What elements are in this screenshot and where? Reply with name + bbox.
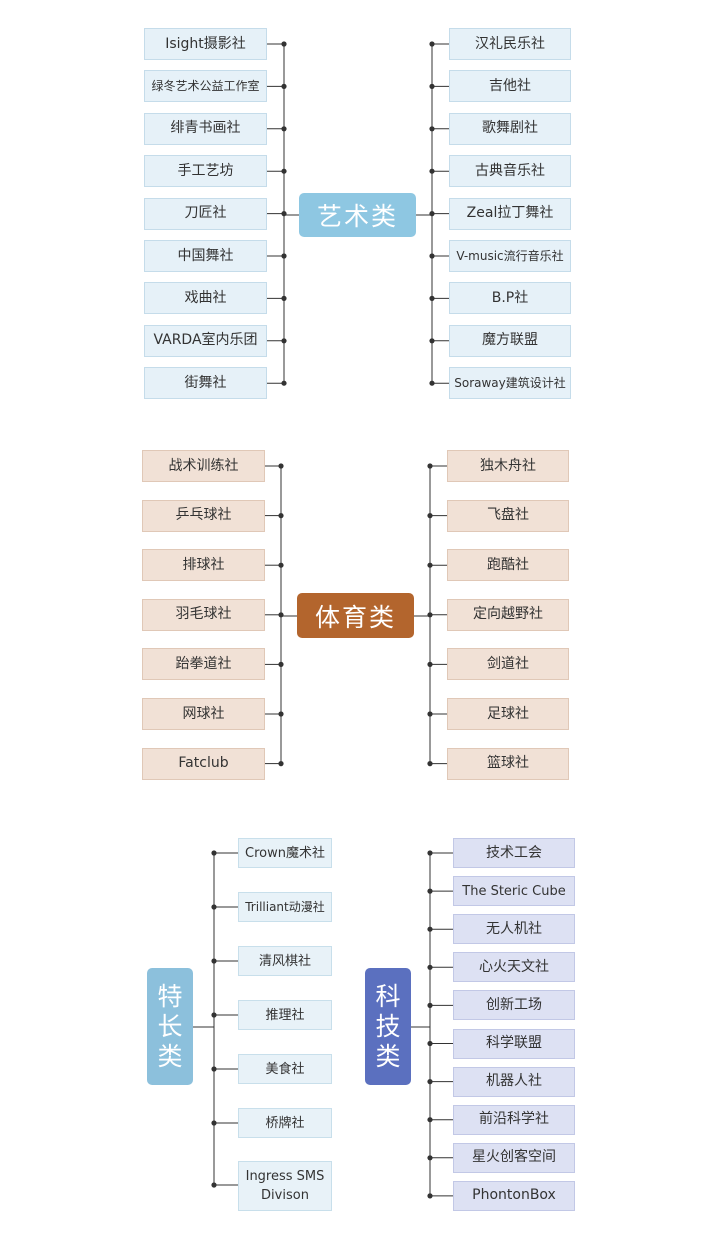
sport-club-right: 剑道社: [447, 648, 569, 681]
tech-club: 创新工场: [453, 990, 575, 1021]
art-club-right: V-music流行音乐社: [449, 240, 571, 272]
art-club-left: 戏曲社: [144, 282, 267, 315]
art-club-right: 吉他社: [449, 70, 571, 103]
art-club-left: Isight摄影社: [144, 28, 267, 60]
sport-club-right: 飞盘社: [447, 499, 569, 532]
tech-club: 前沿科学社: [453, 1104, 575, 1135]
tech-club: The Steric Cube: [453, 876, 575, 907]
tech-category-title: 科 技 类: [375, 981, 401, 1071]
art-category-hub: 艺术类: [299, 193, 416, 237]
art-club-right: Zeal拉丁舞社: [449, 197, 571, 230]
special-club: Trilliant动漫社: [238, 892, 332, 922]
art-club-left: 绯青书画社: [144, 112, 267, 145]
art-club-right: B.P社: [449, 282, 571, 315]
sport-club-left: 网球社: [142, 698, 265, 730]
art-club-right: 汉礼民乐社: [449, 28, 571, 60]
art-club-right: 魔方联盟: [449, 324, 571, 357]
art-club-right: Soraway建筑设计社: [449, 367, 571, 400]
tech-club: 科学联盟: [453, 1028, 575, 1059]
tech-club: 机器人社: [453, 1066, 575, 1097]
special-club: 美食社: [238, 1054, 332, 1084]
sport-club-left: 排球社: [142, 549, 265, 582]
sport-club-right: 定向越野社: [447, 598, 569, 631]
tech-category-hub: 科 技 类: [365, 968, 411, 1085]
sport-club-left: 羽毛球社: [142, 598, 265, 631]
tech-club: 无人机社: [453, 914, 575, 945]
sport-club-right: 足球社: [447, 698, 569, 730]
sport-club-right: 独木舟社: [447, 450, 569, 482]
art-club-left: 绿冬艺术公益工作室: [144, 70, 267, 103]
sport-club-left: 跆拳道社: [142, 648, 265, 681]
art-club-left: 中国舞社: [144, 240, 267, 272]
art-club-right: 歌舞剧社: [449, 112, 571, 145]
sport-club-left: 乒乓球社: [142, 499, 265, 532]
sport-club-left: 战术训练社: [142, 450, 265, 482]
art-club-left: 刀匠社: [144, 197, 267, 230]
special-club: 桥牌社: [238, 1108, 332, 1138]
sport-club-right: 篮球社: [447, 747, 569, 780]
art-club-right: 古典音乐社: [449, 155, 571, 188]
special-club: Ingress SMS Divison: [238, 1161, 332, 1211]
special-club: 清风棋社: [238, 946, 332, 976]
tech-club: 心火天文社: [453, 952, 575, 983]
tech-club: PhontonBox: [453, 1180, 575, 1211]
sport-club-left: Fatclub: [142, 747, 265, 780]
sport-category-hub: 体育类: [297, 593, 414, 638]
special-club: 推理社: [238, 1000, 332, 1030]
tech-club: 星火创客空间: [453, 1142, 575, 1173]
sport-club-right: 跑酷社: [447, 549, 569, 582]
special-category-title: 特 长 类: [157, 981, 183, 1071]
art-club-left: 手工艺坊: [144, 155, 267, 188]
special-club: Crown魔术社: [238, 838, 332, 868]
art-club-left: 街舞社: [144, 367, 267, 400]
special-category-hub: 特 长 类: [147, 968, 193, 1085]
tech-club: 技术工会: [453, 838, 575, 868]
art-club-left: VARDA室内乐团: [144, 324, 267, 357]
